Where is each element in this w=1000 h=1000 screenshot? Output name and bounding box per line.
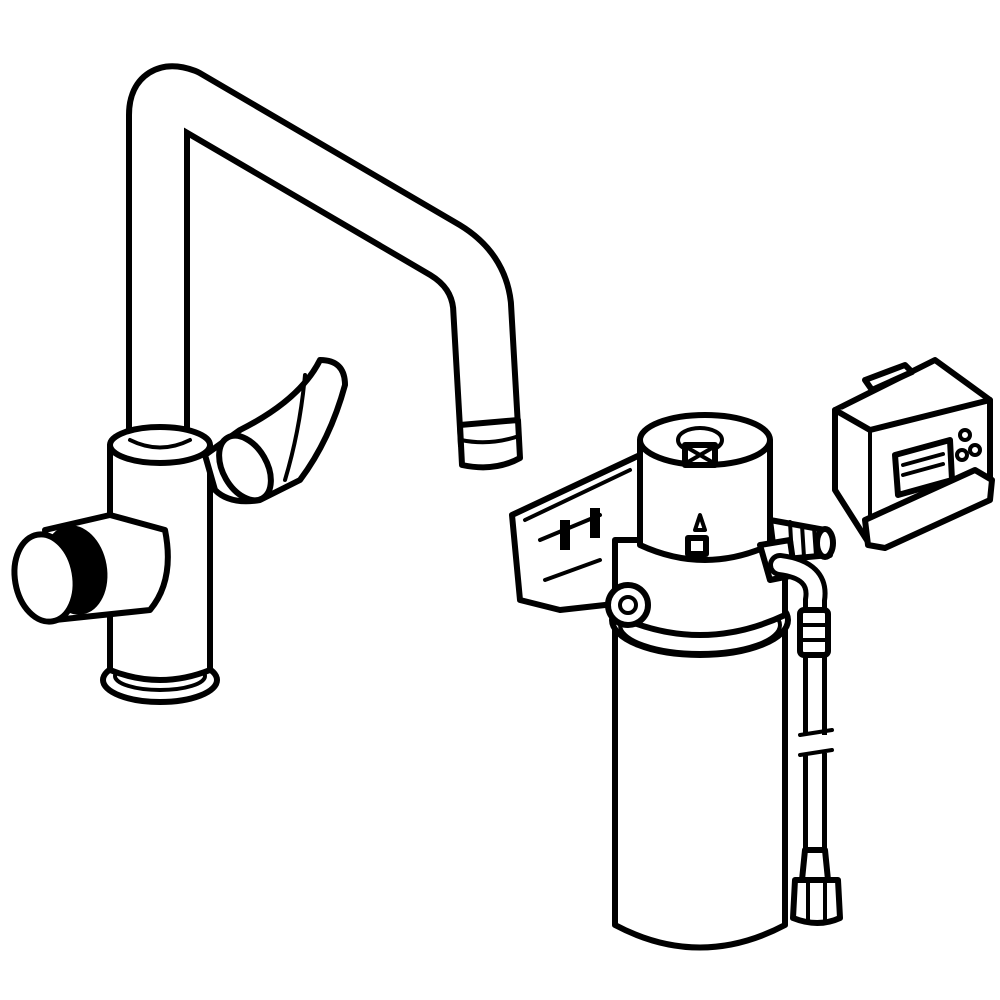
faucet-icon (11, 63, 523, 705)
control-unit-icon (832, 357, 995, 551)
hose-icon (768, 553, 843, 926)
water-filter-icon (509, 412, 836, 951)
